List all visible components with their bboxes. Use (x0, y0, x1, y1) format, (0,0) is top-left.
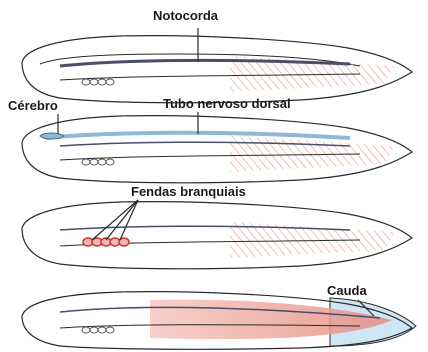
nerve-cord-label: Tubo nervoso dorsal (163, 96, 291, 111)
panel-tail (22, 292, 416, 350)
brain (40, 133, 64, 139)
gill-slits-label: Fendas branquiais (131, 184, 246, 199)
tail-label: Cauda (327, 283, 367, 298)
notochord-label: Notocorda (153, 8, 218, 23)
panel-nerve-cord (22, 112, 412, 183)
panel-gill-slits (22, 200, 412, 269)
brain-label: Cérebro (8, 98, 58, 113)
gill-slits (82, 327, 114, 333)
panel-notochord (22, 28, 412, 103)
